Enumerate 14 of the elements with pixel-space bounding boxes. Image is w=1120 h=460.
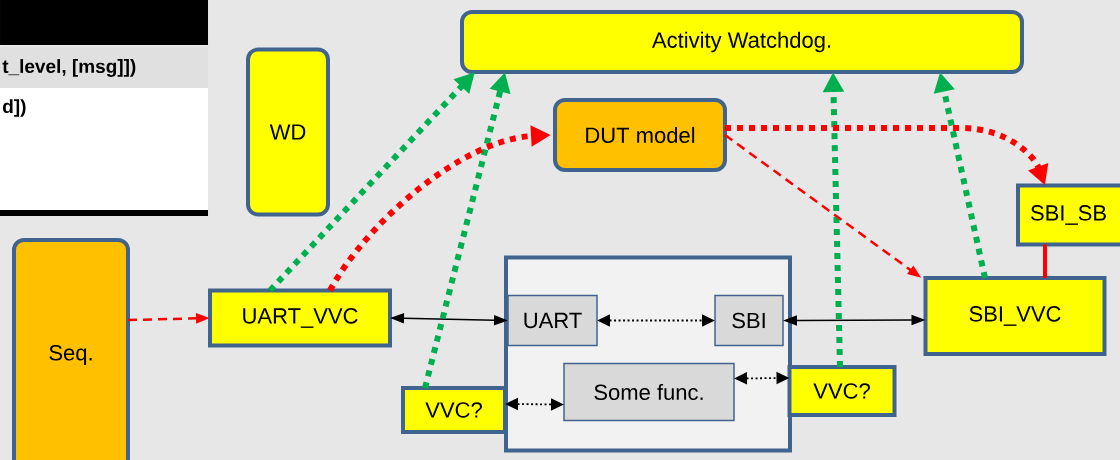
table-text: t_level, [msg]]) [2, 59, 136, 77]
block-box: SBI [714, 294, 784, 347]
table-text: d]) [3, 99, 26, 117]
vvc-box: VVC? [787, 365, 897, 417]
component-box: Seq. [12, 238, 130, 460]
vvc-box: SBI_VVC [923, 276, 1107, 356]
block-box: Some func. [563, 362, 735, 422]
vvc-box: UART_VVC [208, 288, 392, 348]
vvc-box: VVC? [401, 386, 507, 434]
block-box: UART [507, 294, 598, 347]
component-box: Activity Watchdog. [460, 10, 1024, 74]
component-box: DUT model [553, 98, 727, 172]
vvc-box: SBI_SB [1016, 183, 1120, 247]
component-box: WD [246, 47, 330, 217]
